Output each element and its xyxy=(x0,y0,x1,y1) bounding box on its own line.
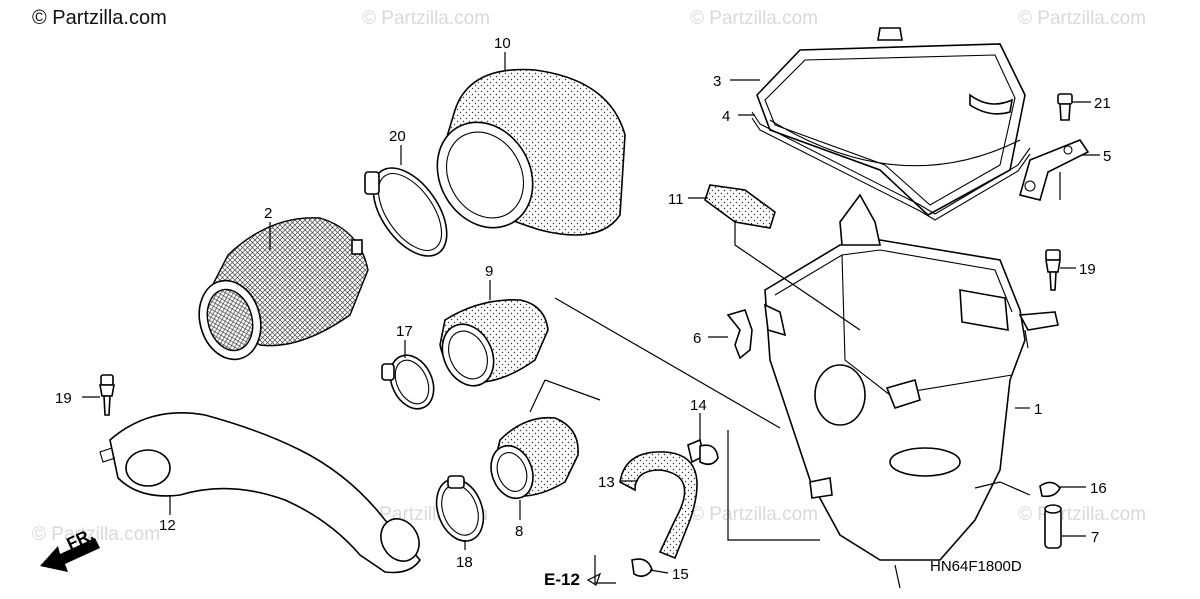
callout-20: 20 xyxy=(389,128,406,145)
drain-tube-13[interactable] xyxy=(619,438,705,560)
bolt-19-right[interactable] xyxy=(1045,249,1061,291)
callout-19: 19 xyxy=(55,390,72,407)
callout-3: 3 xyxy=(713,73,721,90)
callout-21: 21 xyxy=(1094,95,1111,112)
callout-1: 1 xyxy=(1034,401,1042,418)
reference-label: E-12 xyxy=(544,570,580,589)
watermark-faint: © Partzilla.com xyxy=(32,524,160,545)
air-screen[interactable] xyxy=(191,217,369,367)
clip-14[interactable] xyxy=(699,444,719,466)
stay-bracket-5[interactable] xyxy=(1019,139,1090,201)
callout-8: 8 xyxy=(515,523,523,540)
callout-2: 2 xyxy=(264,205,272,222)
callout-9: 9 xyxy=(485,263,493,280)
watermark-faint: © Partzilla.com xyxy=(690,8,818,29)
foam-seal-11[interactable] xyxy=(704,184,776,229)
callout-19: 19 xyxy=(1079,261,1096,278)
watermark-main: © Partzilla.com xyxy=(32,7,167,29)
clip-16[interactable] xyxy=(1039,481,1061,498)
watermark-faint: © Partzilla.com xyxy=(1018,8,1146,29)
callout-13: 13 xyxy=(598,474,615,491)
callout-16: 16 xyxy=(1090,480,1107,497)
bolt-19-left[interactable] xyxy=(99,374,115,416)
callout-7: 7 xyxy=(1091,529,1099,546)
relation-lines xyxy=(529,172,1061,589)
front-direction-arrow-icon xyxy=(40,538,100,572)
air-cleaner-cover[interactable] xyxy=(756,27,1026,216)
tube-joint-8[interactable] xyxy=(484,416,579,505)
watermark-faint: © Partzilla.com xyxy=(690,504,818,525)
callout-18: 18 xyxy=(456,554,473,571)
clip-15[interactable] xyxy=(631,558,653,578)
watermark-faint: © Partzilla.com xyxy=(362,8,490,29)
leader-lines xyxy=(82,52,1100,574)
diagram-code: HN64F1800D xyxy=(930,558,1022,575)
callout-15: 15 xyxy=(672,566,689,583)
clip-6[interactable] xyxy=(726,309,753,360)
filter-element[interactable] xyxy=(419,68,626,246)
band-clamp-18[interactable] xyxy=(428,472,491,547)
callout-12: 12 xyxy=(159,517,176,534)
watermark-faint: © Partzilla.com xyxy=(1018,504,1146,525)
callout-14: 14 xyxy=(690,397,707,414)
callout-5: 5 xyxy=(1103,148,1111,165)
air-cleaner-case[interactable] xyxy=(764,193,1059,561)
connecting-joint-9[interactable] xyxy=(433,299,549,394)
intake-duct[interactable] xyxy=(99,412,427,574)
callout-6: 6 xyxy=(693,330,701,347)
callout-11: 11 xyxy=(668,191,684,208)
drain-plug-7[interactable] xyxy=(1044,504,1062,549)
callout-10: 10 xyxy=(494,35,511,52)
bolt-21[interactable] xyxy=(1057,93,1073,121)
callout-4: 4 xyxy=(722,108,730,125)
band-clamp-17[interactable] xyxy=(381,348,442,416)
band-clamp-20[interactable] xyxy=(358,155,461,269)
cover-seal[interactable] xyxy=(751,111,1031,221)
callout-17: 17 xyxy=(396,323,413,340)
